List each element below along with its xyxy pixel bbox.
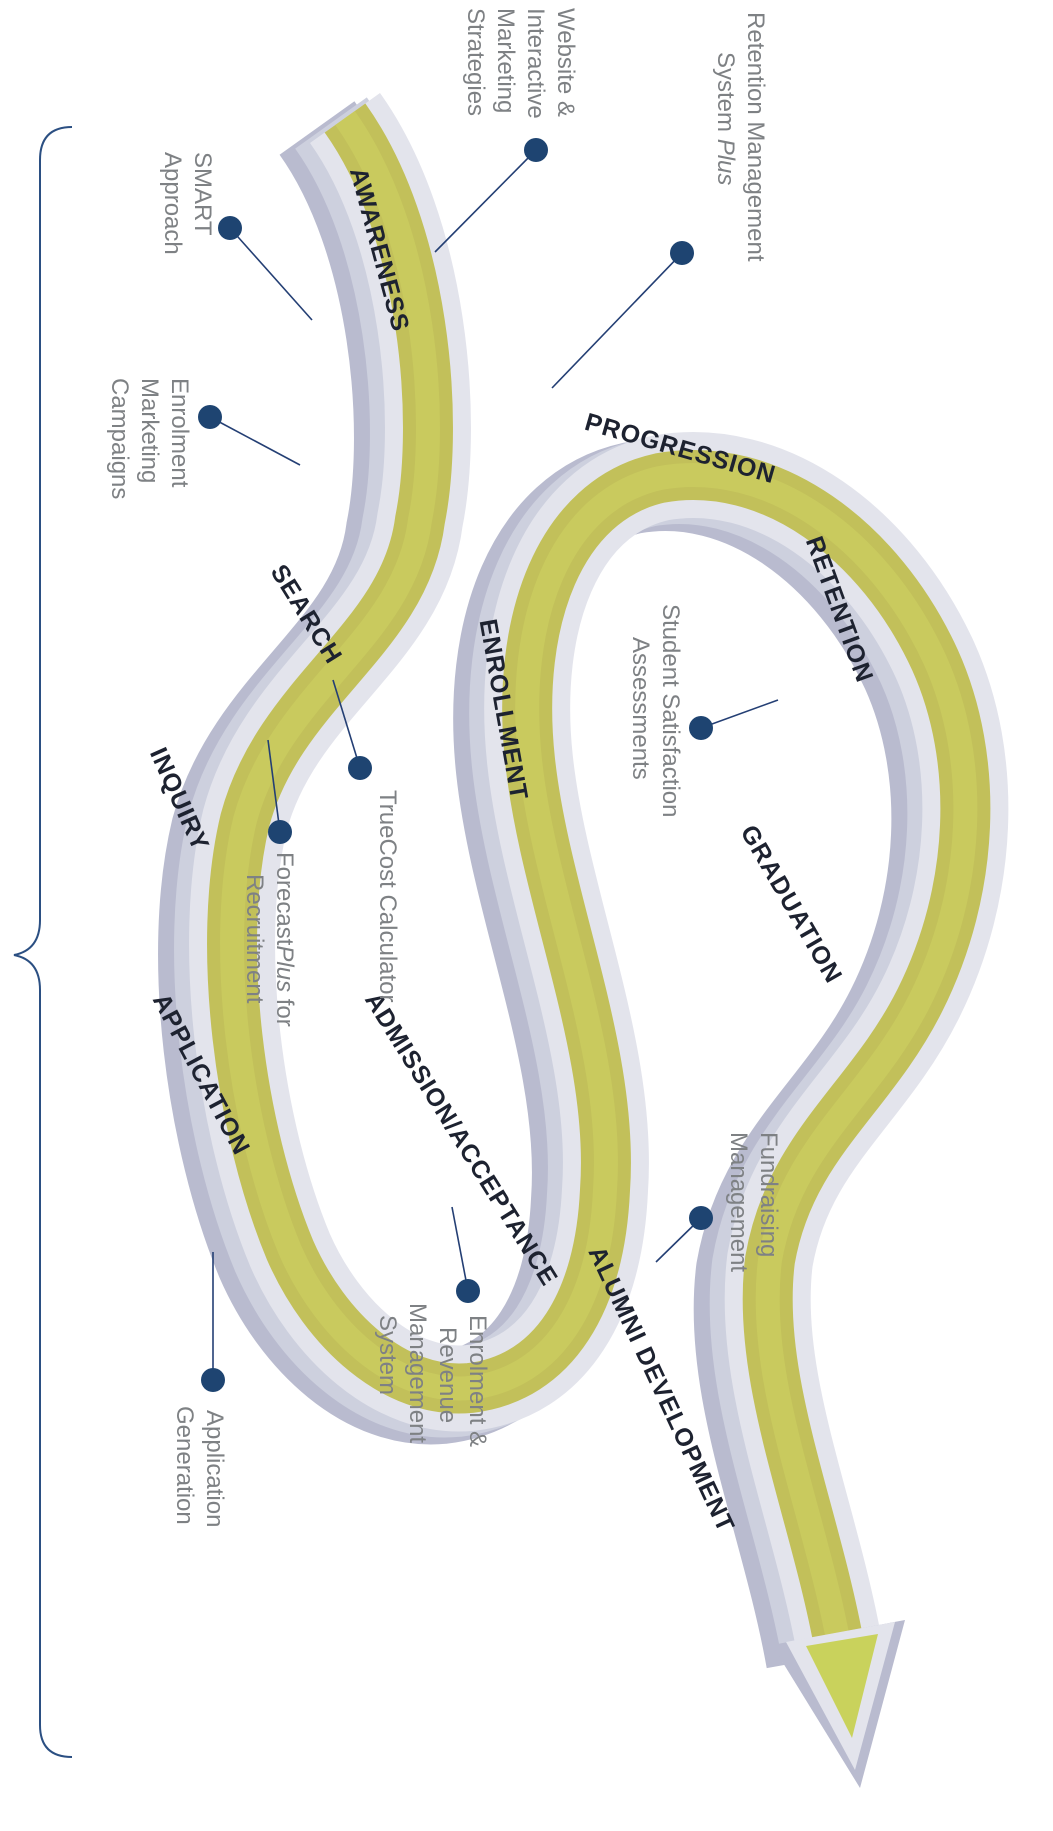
callout-enrolment-marketing: Enrolment Marketing Campaigns xyxy=(106,378,193,499)
callout-enrolment-marketing-line2: Marketing xyxy=(136,378,163,483)
callout-student-satisfaction-line2: Assessments xyxy=(627,637,654,780)
callout-website-line4: Strategies xyxy=(462,8,489,116)
callout-website-line1: Website & xyxy=(552,8,579,117)
callout-enrolment-marketing-line3: Campaigns xyxy=(106,378,133,499)
callout-application-generation-marker xyxy=(201,1252,225,1392)
callout-enrolment-revenue-line4: System xyxy=(374,1315,401,1395)
callout-enrolment-revenue-line1: Enrolment & xyxy=(464,1315,491,1447)
callout-enrolment-marketing-marker xyxy=(198,405,301,466)
callout-fundraising: Fundraising Management xyxy=(725,1132,782,1272)
callout-retention-system-marker xyxy=(551,241,694,389)
group-brace xyxy=(13,126,73,1758)
callout-retention-system-line2: System Plus xyxy=(712,52,739,185)
callout-enrolment-revenue-marker xyxy=(451,1206,480,1303)
callout-application-generation: Application Generation xyxy=(171,1406,228,1527)
callout-smart-line1: SMART xyxy=(189,152,216,236)
callout-retention-system: Retention Management System Plus xyxy=(712,12,769,262)
stage-label-graduation: GRADUATION xyxy=(735,820,848,988)
callout-fundraising-line2: Management xyxy=(725,1132,752,1272)
callout-retention-system-line1: Retention Management xyxy=(742,12,769,262)
callout-forecast-line2: Recruitment xyxy=(241,874,268,1004)
callout-fundraising-marker xyxy=(655,1206,713,1263)
callout-application-generation-line1: Application xyxy=(201,1410,228,1527)
callout-forecast-line1: ForecastPlus for xyxy=(271,852,298,1027)
callout-enrolment-revenue: Enrolment & Revenue Management System xyxy=(374,1303,491,1447)
callout-website: Website & Interactive Marketing Strategi… xyxy=(462,8,579,119)
callout-enrolment-marketing-line1: Enrolment xyxy=(166,378,193,488)
callout-enrolment-revenue-line2: Revenue xyxy=(434,1327,461,1423)
callout-student-satisfaction-marker xyxy=(689,699,779,740)
callout-truecost-line1: TrueCost Calculator xyxy=(374,790,401,1003)
callout-application-generation-line2: Generation xyxy=(171,1406,198,1525)
callout-smart-marker xyxy=(218,216,313,321)
arrow-head-icon xyxy=(772,1620,905,1788)
callout-smart: SMART Approach xyxy=(159,152,216,255)
callout-student-satisfaction: Student Satisfaction Assessments xyxy=(627,604,684,817)
callout-forecast-marker xyxy=(267,739,292,844)
callout-forecast: ForecastPlus for Recruitment xyxy=(241,852,298,1027)
callout-enrolment-revenue-line3: Management xyxy=(404,1303,431,1443)
callout-student-satisfaction-line1: Student Satisfaction xyxy=(657,604,684,817)
callout-truecost: TrueCost Calculator xyxy=(374,790,401,1003)
callout-website-marker xyxy=(434,138,548,253)
callout-website-line2: Interactive xyxy=(522,8,549,119)
callout-smart-line2: Approach xyxy=(159,152,186,255)
callout-truecost-marker xyxy=(332,679,372,780)
callout-website-line3: Marketing xyxy=(492,8,519,113)
callout-fundraising-line1: Fundraising xyxy=(755,1132,782,1257)
stage-graduation: GRADUATION xyxy=(735,820,848,988)
